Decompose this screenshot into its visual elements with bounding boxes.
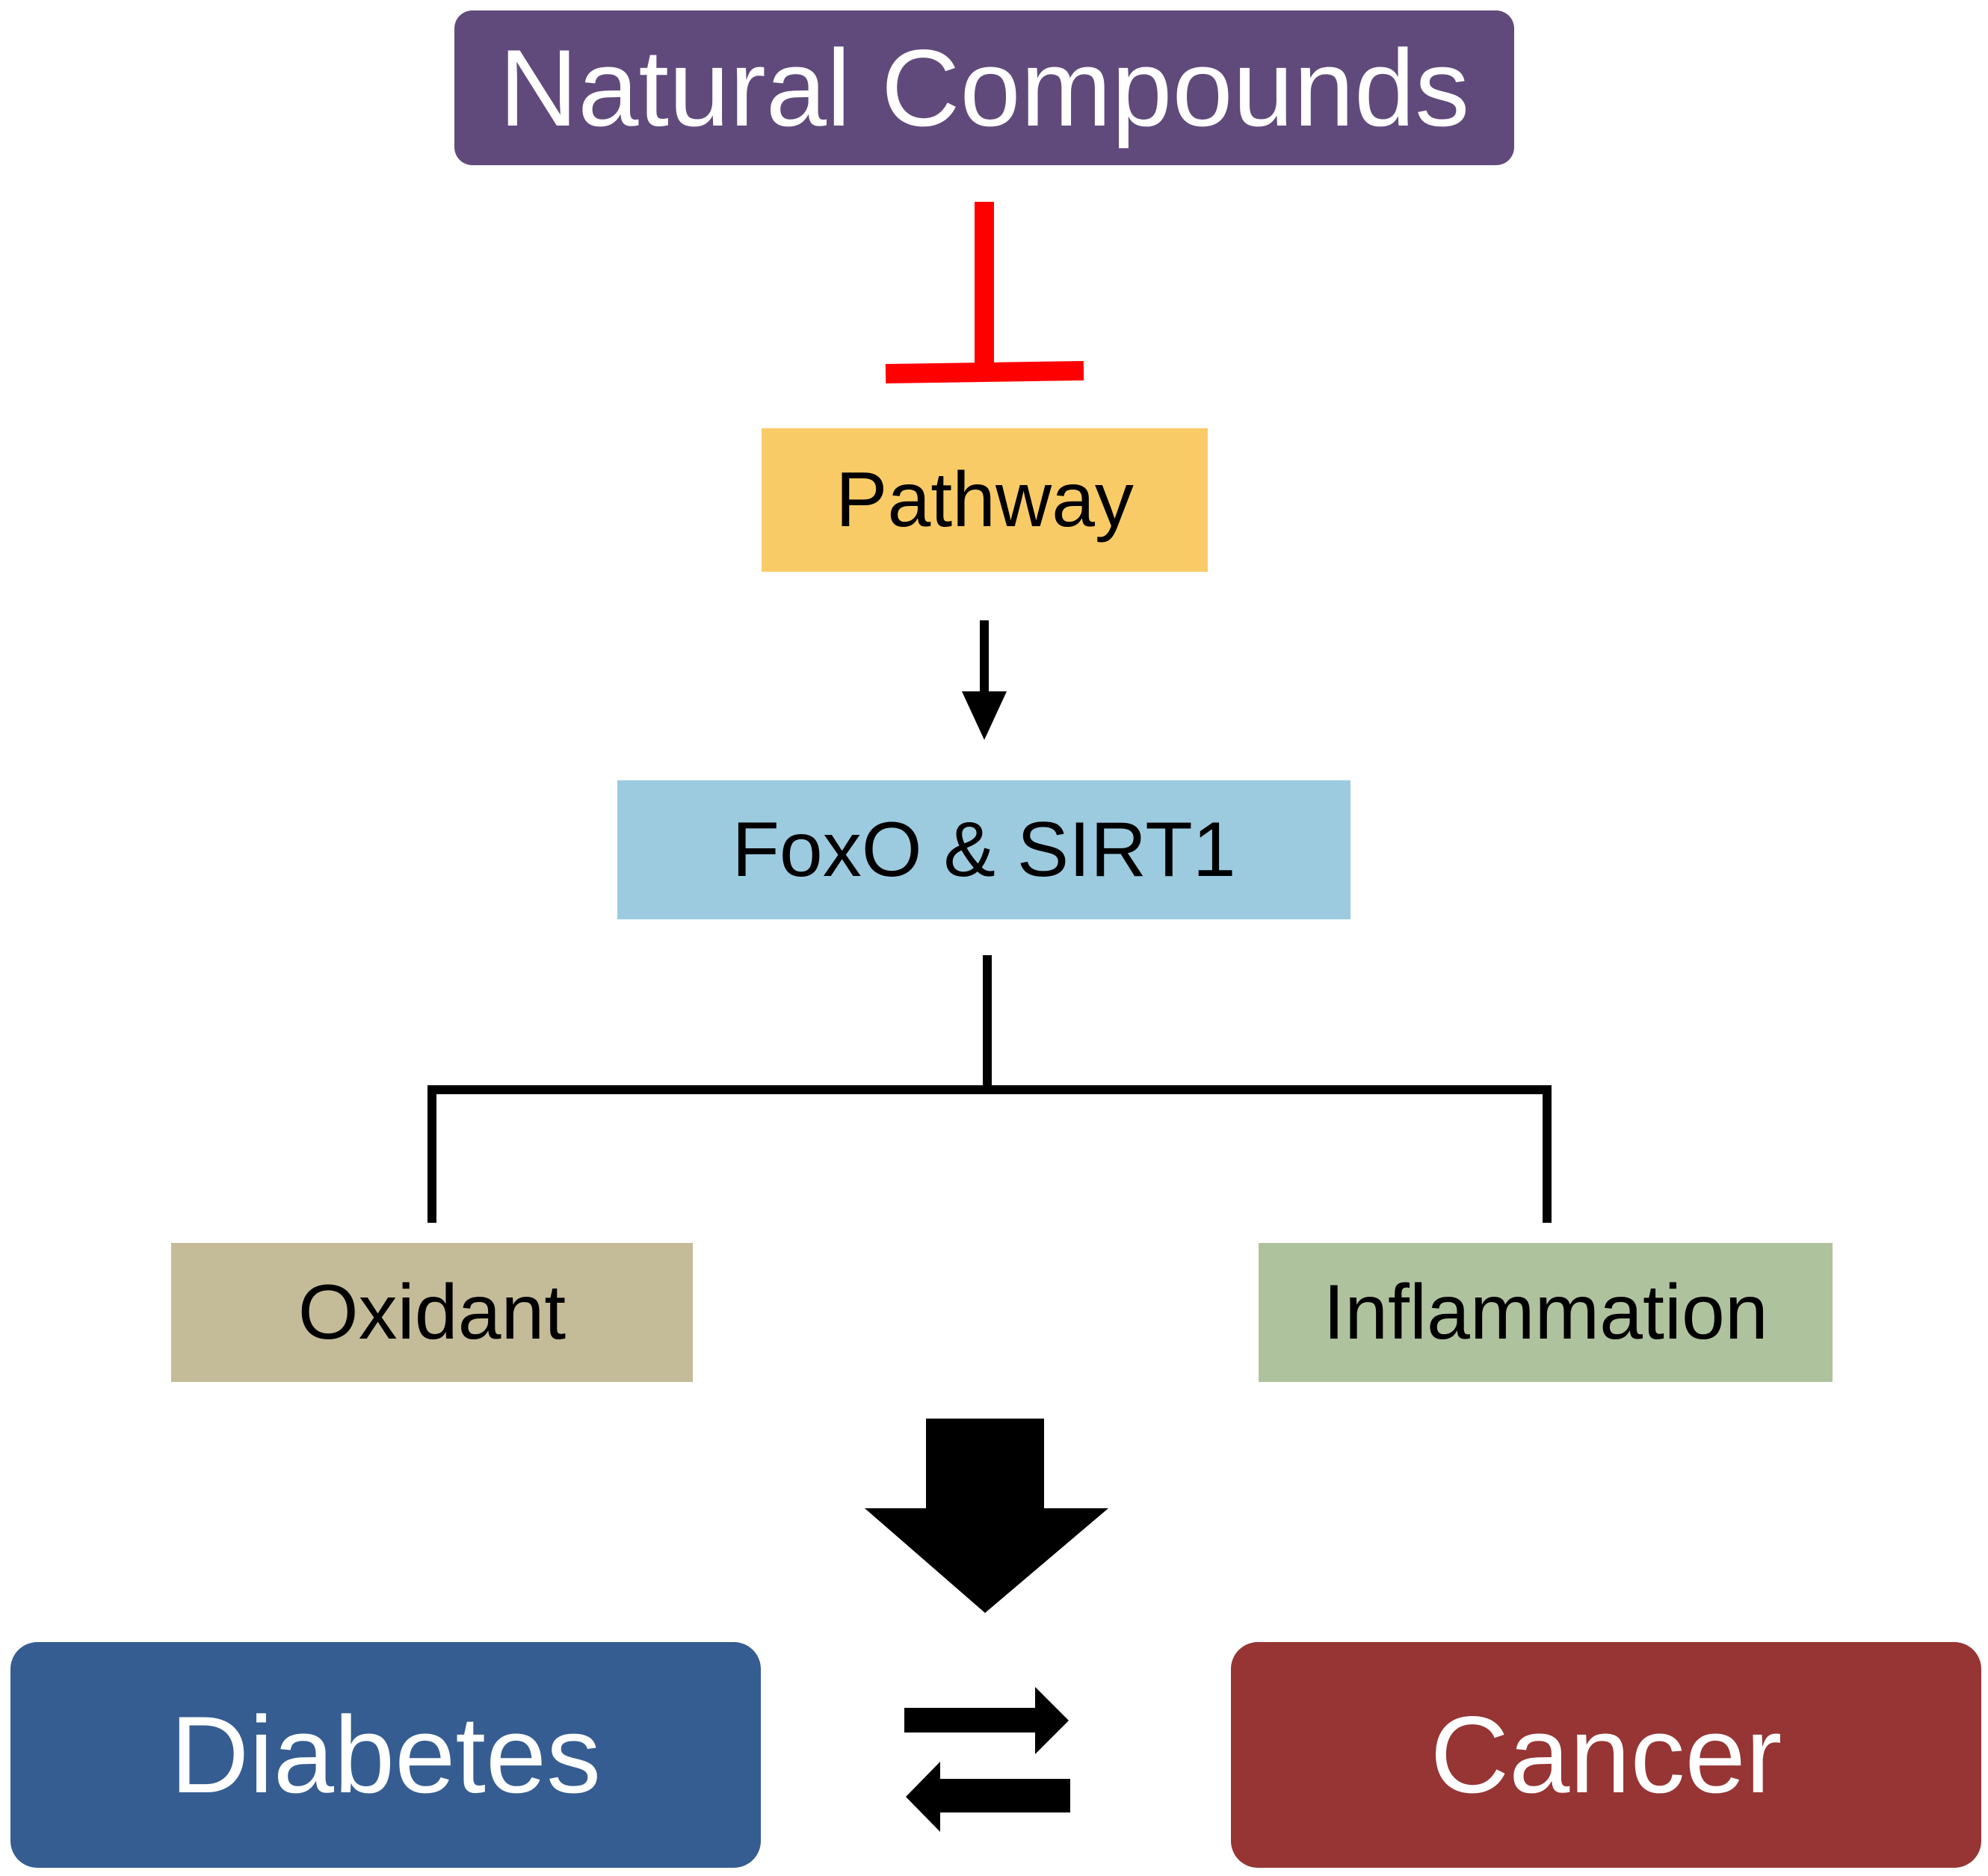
inhibition-bar <box>885 361 1084 383</box>
inflammation-label: Inflammation <box>1323 1268 1768 1356</box>
arrow-left-icon <box>906 1762 1070 1832</box>
diabetes-label: Diabetes <box>170 1694 602 1815</box>
pathway-label: Pathway <box>836 456 1134 543</box>
cancer-label: Cancer <box>1430 1694 1782 1815</box>
natural-compounds-node: Natural Compounds <box>454 10 1514 165</box>
pathway-to-foxo-arrow <box>962 620 1007 740</box>
foxo-sirt1-node: FoxO & SIRT1 <box>617 780 1350 919</box>
cancer-node: Cancer <box>1231 1642 1981 1868</box>
bidirectional-arrows <box>904 1687 1070 1832</box>
diabetes-node: Diabetes <box>10 1642 761 1868</box>
pathway-node: Pathway <box>762 428 1208 572</box>
block-arrow-down <box>865 1419 1108 1613</box>
oxidant-node: Oxidant <box>171 1243 693 1382</box>
foxo-sirt1-label: FoxO & SIRT1 <box>732 806 1236 893</box>
inflammation-node: Inflammation <box>1259 1243 1833 1382</box>
arrow-head <box>962 691 1007 740</box>
inhibition-connector <box>885 202 1084 383</box>
arrow-right-icon <box>904 1687 1069 1754</box>
natural-compounds-label: Natural Compounds <box>498 26 1470 149</box>
branch-bracket <box>427 955 1552 1223</box>
oxidant-label: Oxidant <box>297 1268 567 1356</box>
